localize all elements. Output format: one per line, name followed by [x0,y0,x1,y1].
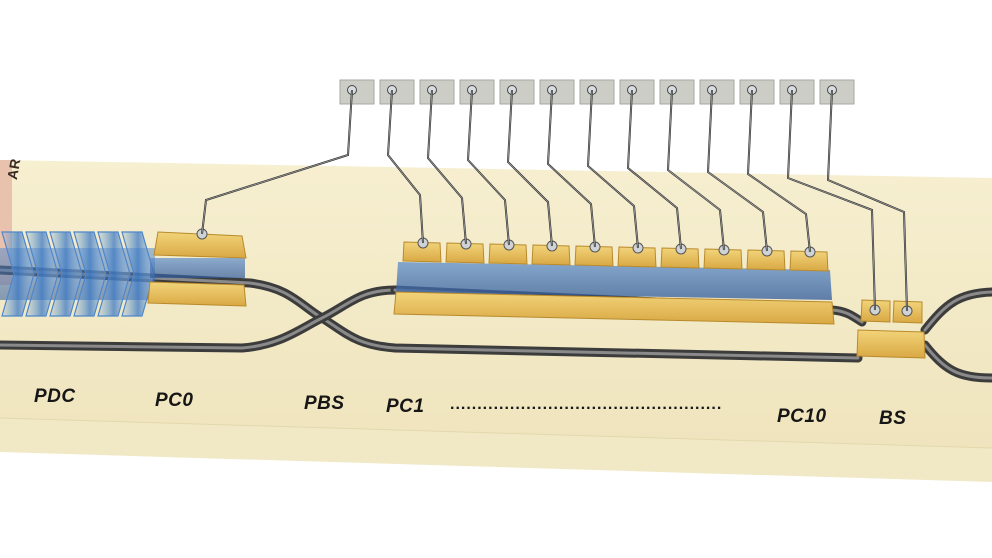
pdc-label: PDC [34,386,76,407]
pc10-label: PC10 [777,406,827,427]
contact-pads [339,79,855,105]
pdc-crystal [0,231,155,317]
dotted-ellipsis: ........................................… [450,396,723,413]
pc-array-electrodes [393,237,835,325]
waveguides [0,265,992,383]
bond-wire-highlights [201,89,908,312]
pc0-label: PC0 [155,390,194,411]
pc1-label: PC1 [386,396,425,417]
bs-label: BS [879,408,907,429]
pc0-electrodes [147,228,247,307]
bs-electrodes [856,299,926,359]
pbs-label: PBS [304,393,345,414]
chip-front-edge [0,418,992,482]
